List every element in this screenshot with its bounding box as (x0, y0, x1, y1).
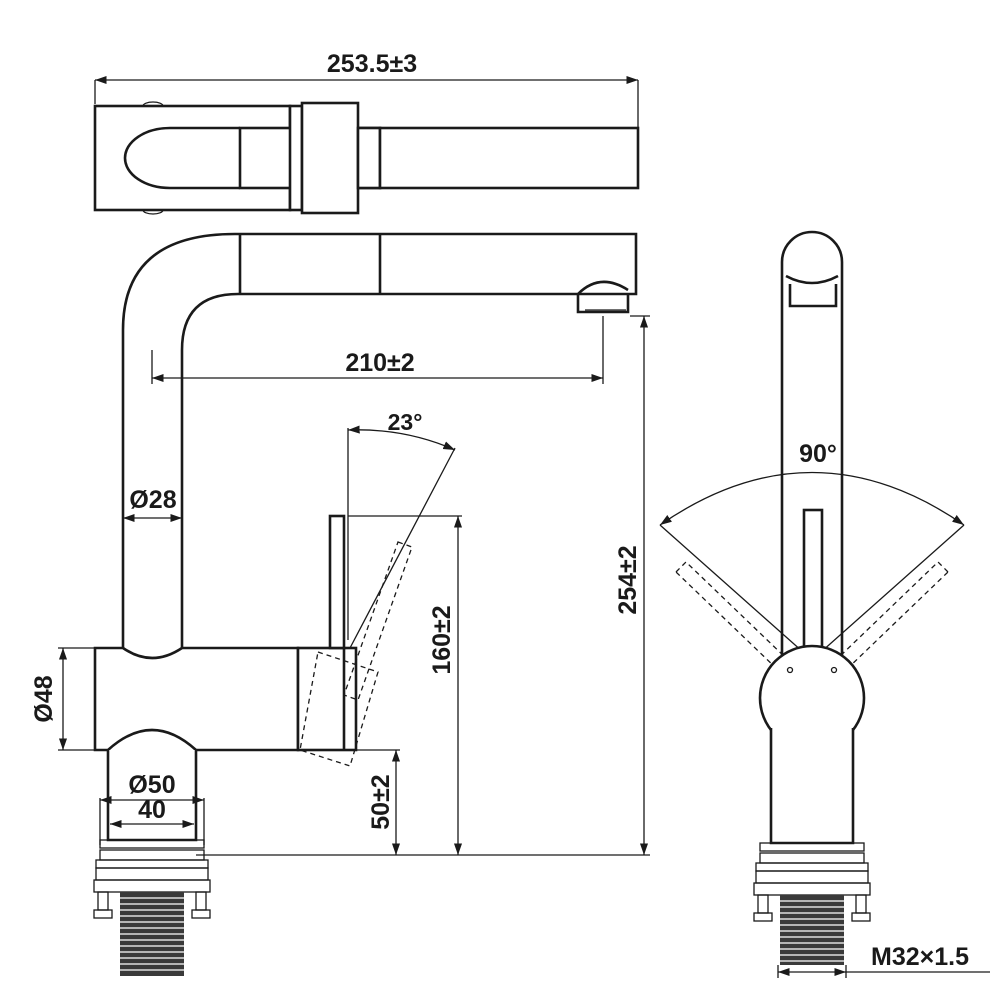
overall-height-label: 254±2 (614, 545, 642, 614)
side-handle-tilted (343, 541, 413, 701)
front-spout-tube (780, 230, 844, 662)
side-mounting-hardware (93, 839, 211, 976)
top-view: 253.5±3 (93, 50, 640, 215)
side-aerator (576, 294, 630, 314)
spout-reach-label: 210±2 (345, 349, 414, 377)
tube-diameter-label: Ø28 (129, 486, 176, 514)
front-handle-upright (802, 508, 824, 660)
top-collar (300, 101, 360, 215)
spout-angle-arc (347, 425, 456, 451)
handle-height-label: 160±2 (428, 605, 456, 674)
side-view: 210±2 Ø28 Ø48 23° 160±2 254±2 (30, 232, 650, 976)
side-body (93, 646, 300, 752)
base-diameter-label: Ø50 (128, 771, 175, 799)
front-handle-right (835, 561, 949, 671)
body-diameter-label: Ø48 (30, 675, 58, 722)
top-handle-slot (123, 126, 240, 190)
front-view: 90° (659, 230, 990, 978)
side-cartridge (296, 646, 358, 752)
overall-length-label: 253.5±3 (327, 50, 417, 78)
spout-angle-label: 23° (388, 409, 423, 435)
swivel-angle-label: 90° (799, 440, 837, 468)
front-base-stem (769, 728, 855, 845)
thread-label: M32×1.5 (871, 943, 969, 971)
swivel-angle-arc (659, 471, 965, 526)
side-spout-tube (121, 232, 638, 648)
base-height-label: 50±2 (367, 774, 395, 829)
side-handle-upright (328, 514, 346, 650)
base-width-label: 40 (138, 796, 166, 824)
front-mounting-hardware (753, 842, 871, 965)
front-handle-left (675, 561, 789, 671)
top-spout (378, 126, 640, 190)
